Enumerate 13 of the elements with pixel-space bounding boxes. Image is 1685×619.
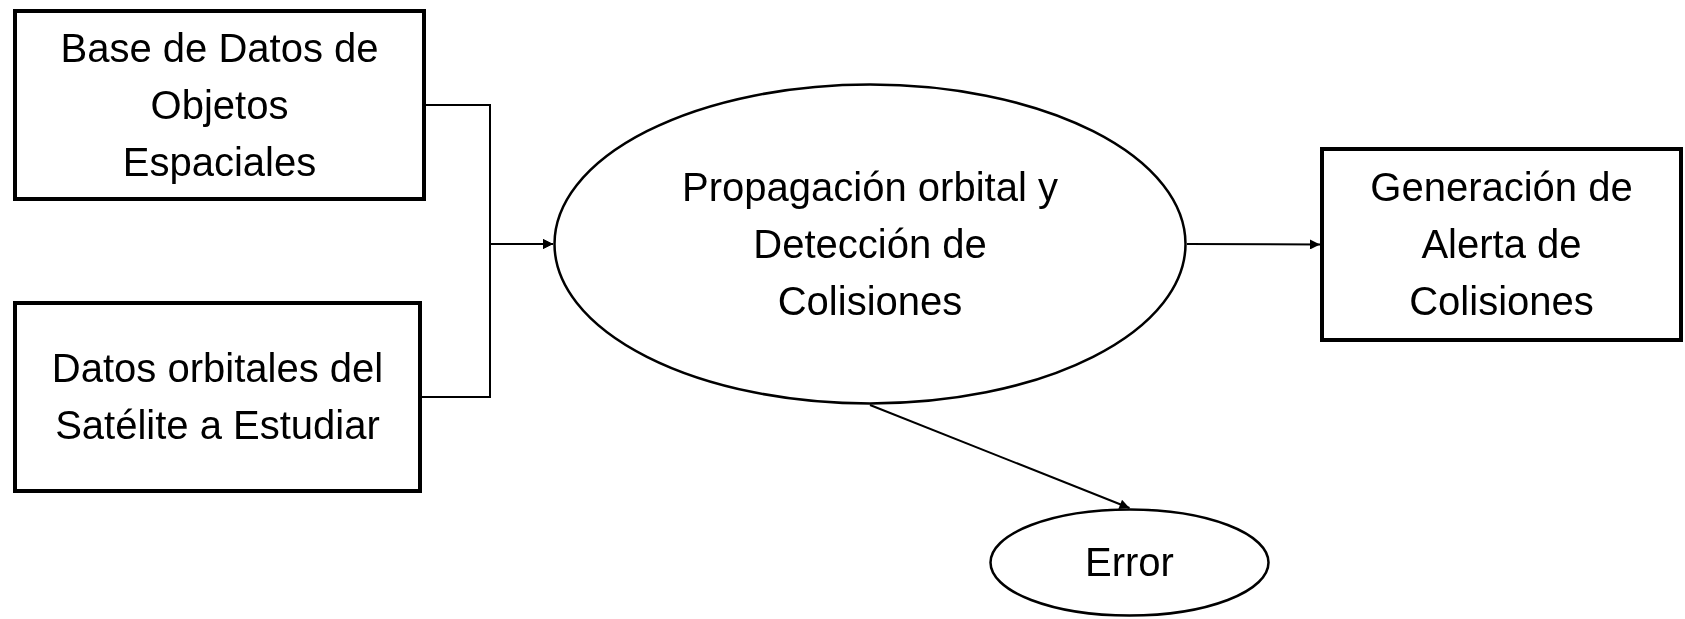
arrow bbox=[1186, 239, 1321, 250]
process-ellipse bbox=[989, 508, 1270, 617]
process-box bbox=[13, 301, 422, 493]
node-label: Error bbox=[1085, 539, 1174, 586]
node-label: Base de Datos de Objetos Espaciales bbox=[59, 24, 380, 186]
arrow bbox=[869, 404, 1131, 509]
arrow bbox=[421, 239, 554, 398]
node-label: Datos orbitales del Satélite a Estudiar bbox=[50, 345, 385, 449]
process-box bbox=[1320, 147, 1683, 342]
node-label: Propagación orbital y Detección de Colisiones bbox=[681, 163, 1059, 325]
process-ellipse bbox=[553, 83, 1187, 405]
node-label: Generación de Alerta de Colisiones bbox=[1369, 164, 1634, 325]
process-box bbox=[13, 9, 426, 201]
